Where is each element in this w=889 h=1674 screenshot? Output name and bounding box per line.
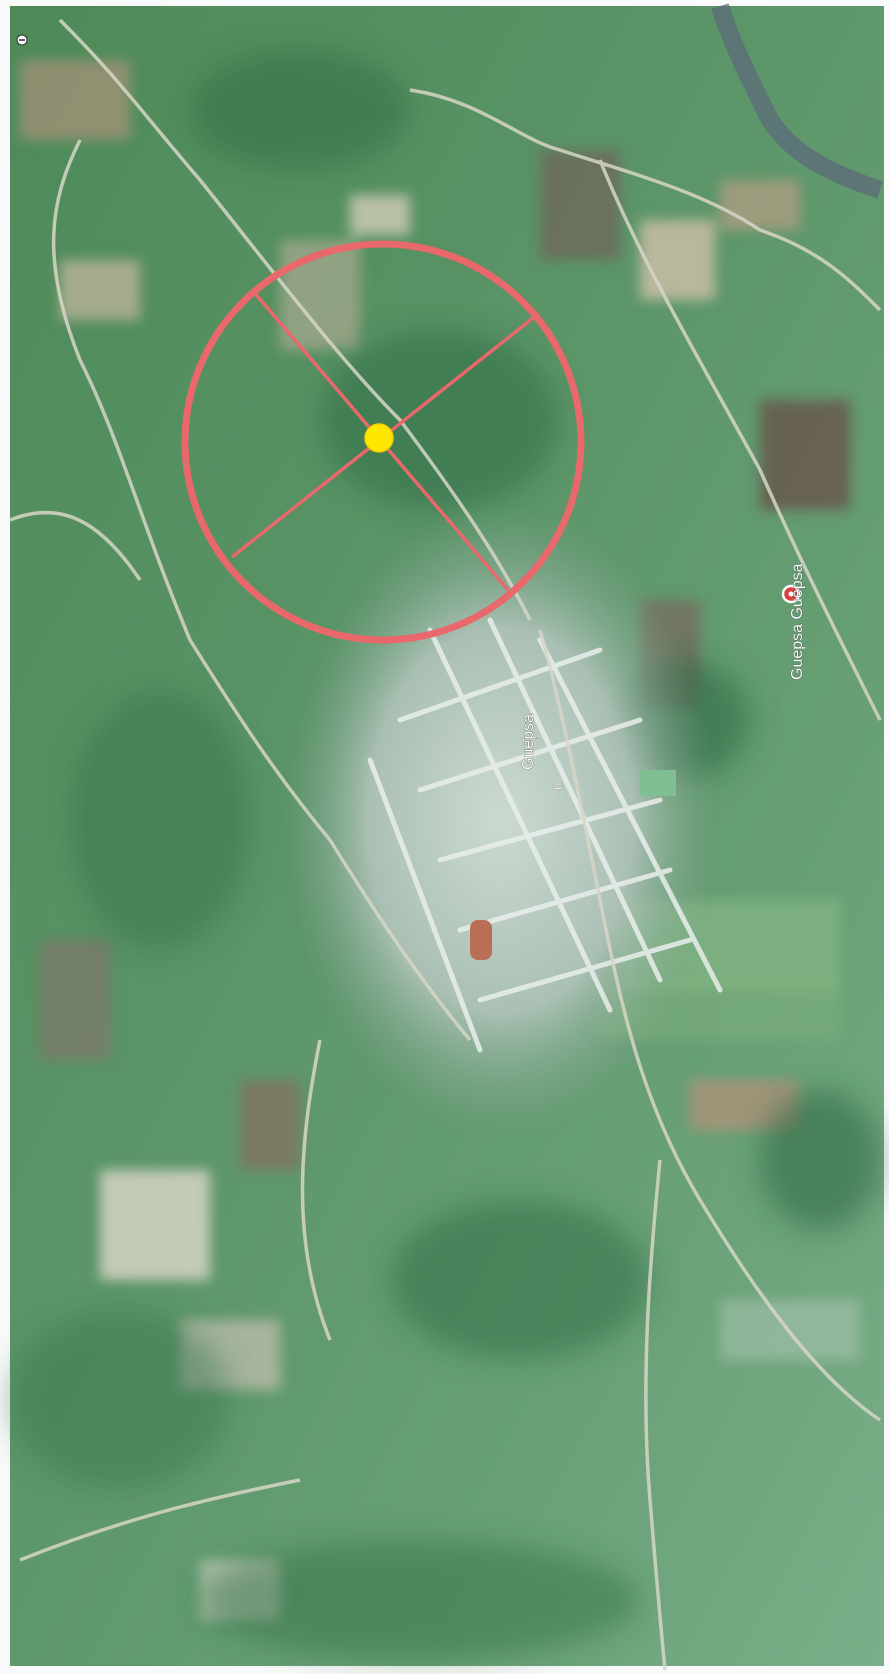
roads	[9, 18, 882, 1671]
north-arrow-icon	[16, 34, 28, 46]
forest-patches	[10, 50, 880, 1660]
street-grid	[367, 617, 723, 1053]
river	[711, 3, 883, 199]
urban-area	[280, 500, 720, 1140]
road-shield-label: II	[551, 783, 565, 790]
location-pin-icon[interactable]	[781, 584, 801, 604]
sports-field	[470, 920, 492, 960]
pin-place-label: Guepsa Guepsa	[789, 563, 806, 680]
target-ring	[181, 240, 585, 644]
town-place-label: Guepsa	[520, 714, 537, 770]
court	[640, 770, 676, 796]
center-dot[interactable]	[364, 423, 394, 453]
